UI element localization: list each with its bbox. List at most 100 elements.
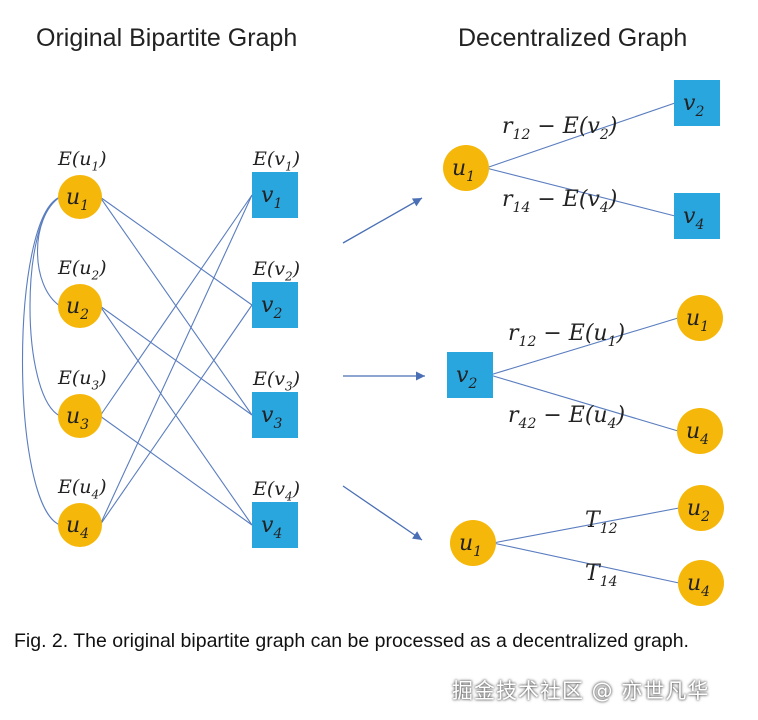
leaf-node-label: u1 [686, 306, 709, 335]
transform-arrow-head [416, 371, 425, 381]
center-node-label: u1 [459, 531, 482, 560]
edge-weight-label-part: 4 [599, 200, 609, 216]
u-node-expectation-label-part: 1 [92, 159, 100, 173]
leaf-node-label: u4 [687, 571, 710, 600]
v-node-expectation-label-part: E(v [252, 368, 285, 390]
leaf-node-label-part: 2 [694, 104, 704, 120]
leaf-node [677, 408, 723, 454]
center-node [450, 520, 496, 566]
v-node-label-part: v [261, 513, 274, 538]
edge-weight-label-part: − E(u [536, 321, 607, 346]
edge-weight-label: r14 − E(v4) [502, 187, 617, 216]
transform-arrow [342, 197, 423, 244]
leaf-node-label-part: u [687, 571, 701, 596]
trust-edge [21, 196, 61, 526]
v-node-expectation-label: E(v2) [252, 258, 300, 283]
v-node-label: v1 [261, 183, 282, 212]
leaf-node-label: u4 [686, 419, 709, 448]
bipartite-edge [99, 415, 253, 526]
decentralized-edge [485, 102, 676, 169]
u-node-expectation-label-part: ) [98, 257, 106, 279]
v-node-expectation-label-part: ) [292, 478, 300, 500]
u-node-expectation-label: E(u4) [57, 476, 107, 501]
u-node-label: u1 [66, 185, 89, 214]
edge-weight-label-part: 12 [600, 521, 618, 537]
center-node-label-part: u [452, 156, 466, 181]
leaf-node [678, 560, 724, 606]
edge-weight-label-part: T [585, 561, 602, 586]
v-node-expectation-label: E(v3) [252, 368, 300, 393]
u-node-label: u2 [66, 294, 89, 323]
u-node-label: u4 [66, 513, 89, 542]
u-node-label-part: 1 [80, 198, 89, 214]
edge-weight-label-part: 1 [608, 334, 617, 350]
leaf-node [674, 80, 720, 126]
decentralized-edge [492, 507, 680, 544]
center-node [443, 145, 489, 191]
u-node-expectation-label-part: 2 [91, 268, 100, 282]
leaf-node [674, 193, 720, 239]
v-node-label-part: 1 [273, 196, 282, 212]
u-node-expectation-label-part: E(u [57, 476, 92, 498]
center-node-label-part: 1 [473, 544, 482, 560]
transform-arrow [342, 485, 423, 541]
right-panel-title: Decentralized Graph [458, 24, 687, 52]
v-node-expectation-label-part: 4 [284, 489, 293, 503]
leaf-node-label-part: 4 [694, 217, 704, 233]
v-node [252, 282, 298, 328]
decentralized-edge [489, 317, 679, 376]
edge-weight-label-part: ) [616, 403, 626, 428]
v-node-label-part: v [261, 403, 274, 428]
v-node-expectation-label-part: 2 [284, 269, 293, 283]
u-node-label-part: u [66, 404, 80, 429]
leaf-node-label-part: u [687, 496, 701, 521]
leaf-node [678, 485, 724, 531]
u-node-label-part: 2 [79, 307, 89, 323]
v-node-expectation-label-part: E(v [252, 148, 285, 170]
edge-weight-label: T14 [585, 561, 618, 590]
transform-arrow-head [412, 531, 422, 540]
edge-weight-label-part: T [585, 508, 602, 533]
center-node-label: v2 [456, 363, 477, 392]
edge-weight-label-part: r [502, 114, 514, 139]
edge-weight-label-part: 14 [600, 574, 618, 590]
u-node-expectation-label-part: 4 [91, 487, 100, 501]
leaf-node-label-part: u [686, 306, 700, 331]
center-node-label: u1 [452, 156, 475, 185]
v-node-label-part: v [261, 293, 274, 318]
v-node-expectation-label-part: E(v [252, 478, 285, 500]
v-node-label-part: 3 [273, 416, 282, 432]
trust-edge [36, 196, 61, 307]
bipartite-edge [99, 194, 253, 417]
bipartite-edge [99, 194, 253, 526]
center-node-label-part: v [456, 363, 469, 388]
v-node-label: v2 [261, 293, 282, 322]
u-node-expectation-label-part: E(u [57, 148, 92, 170]
leaf-node-label-part: 4 [700, 584, 710, 600]
edge-weight-label: r42 − E(u4) [508, 403, 625, 432]
u-node-expectation-label-part: ) [98, 148, 106, 170]
v-node [252, 172, 298, 218]
leaf-node-label: v4 [683, 204, 704, 233]
edge-weight-label-part: r [508, 321, 520, 346]
u-node-expectation-label: E(u2) [57, 257, 107, 282]
u-node-label-part: 4 [79, 526, 89, 542]
edge-weight-label-part: ) [616, 321, 626, 346]
v-node-expectation-label-part: 3 [285, 379, 293, 393]
edge-weight-label-part: r [508, 403, 520, 428]
v-node [252, 502, 298, 548]
leaf-node-label-part: 2 [700, 509, 710, 525]
bipartite-edge [99, 304, 253, 526]
leaf-node-label-part: v [683, 91, 696, 116]
center-node-label-part: u [459, 531, 473, 556]
decentralized-edge [492, 542, 680, 584]
v-node-label: v3 [261, 403, 282, 432]
leaf-node-label: u2 [687, 496, 710, 525]
edge-weight-label: r12 − E(v2) [502, 114, 617, 143]
leaf-node-label-part: 1 [700, 319, 709, 335]
leaf-node-label-part: u [686, 419, 700, 444]
u-node-label-part: u [66, 513, 80, 538]
edge-weight-label-part: − E(v [530, 187, 600, 212]
edge-weight-label-part: − E(v [530, 114, 600, 139]
